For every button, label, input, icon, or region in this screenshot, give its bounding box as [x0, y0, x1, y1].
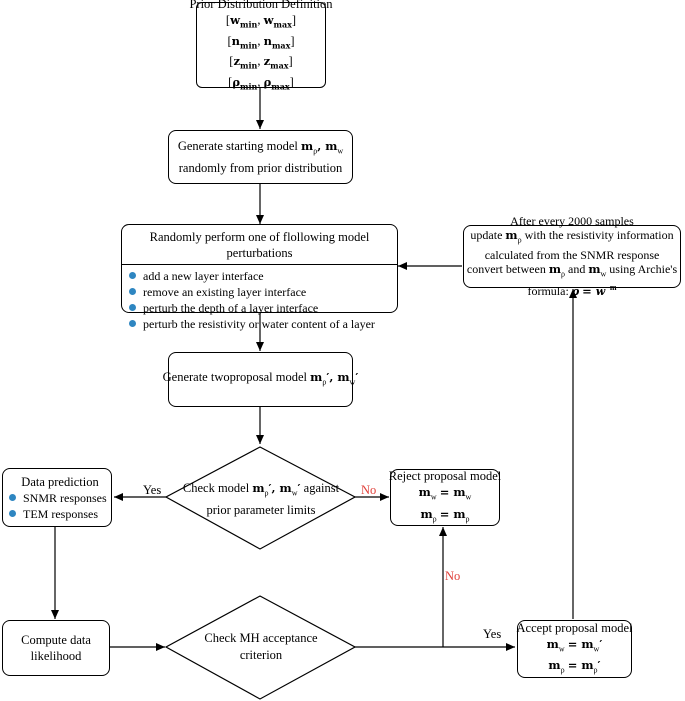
prior-range-n: [nmin, nmax] — [227, 33, 295, 51]
reject-title: Reject proposal model — [388, 469, 502, 483]
update-box: After every 2000 samples update mρ with … — [463, 214, 681, 298]
prior-title: Prior Distribution Definition — [189, 0, 333, 11]
accept-eq2: mρ = mρ′ — [548, 658, 601, 675]
yes-label-mh: Yes — [483, 627, 502, 641]
update-line2: update mρ with the resistivity informati… — [470, 228, 674, 245]
data-prediction-title: Data prediction — [21, 474, 99, 489]
no-label-mh: No — [445, 569, 461, 583]
accept-proposal-box: Accept proposal model mw = mw′ mρ = mρ′ — [517, 620, 632, 678]
generate-starting-model-box: Generate starting model mρ, mw randomly … — [168, 130, 353, 184]
data-prediction-item: TEM responses — [9, 506, 107, 522]
prior-range-z: [zmin, zmax] — [229, 54, 293, 71]
bullet-icon — [129, 320, 136, 327]
bullet-icon — [9, 509, 16, 517]
prior-range-rho: [ρmin, ρmax] — [228, 74, 294, 92]
check-prior-text: Check model mρ′, mw′ against prior param… — [176, 480, 346, 519]
data-prediction-box: Data prediction SNMR responses TEM respo… — [2, 468, 112, 527]
data-prediction-item: SNMR responses — [9, 490, 107, 506]
check-mh-line2: criterion — [239, 648, 283, 662]
perturbation-title: Randomly perform one of flollowing model… — [122, 225, 397, 265]
likelihood-line1: Compute data — [21, 633, 91, 647]
check-mh-line1: Check MH acceptance — [204, 631, 318, 645]
update-line5: formula: ρ = w−m — [527, 282, 617, 298]
reject-eq1: mw = mw — [418, 485, 472, 502]
perturbation-box: Randomly perform one of flollowing model… — [121, 224, 398, 331]
check-mh-diamond — [164, 595, 357, 700]
update-line3: calculated from the SNMR response — [484, 247, 660, 262]
bullet-icon — [129, 272, 136, 279]
reject-eq2: mρ = mρ — [420, 506, 470, 524]
perturbation-item: perturb the depth of a layer interface — [129, 300, 397, 316]
perturbation-item: add a new layer interface — [129, 268, 397, 284]
update-line1: After every 2000 samples — [510, 214, 634, 229]
update-line4: convert between mρ and mw using Archie's — [466, 261, 678, 278]
bullet-icon — [129, 304, 136, 311]
generate-line1: Generate starting model mρ, mw — [177, 139, 344, 156]
proposal-text: Generate twoproposal model mρ′, mw′ — [162, 369, 359, 387]
accept-eq1: mw = mw′ — [546, 636, 603, 654]
check-prior-diamond — [164, 446, 357, 550]
reject-proposal-box: Reject proposal model mw = mw mρ = mρ — [388, 469, 502, 526]
likelihood-line2: likelihood — [30, 649, 82, 663]
no-label-prior: No — [361, 483, 377, 497]
perturbation-item: perturb the resistivity or water content… — [129, 316, 397, 332]
check-prior-line1: Check model mρ′, mw′ against — [182, 481, 340, 498]
bullet-icon — [129, 288, 136, 295]
check-prior-line2: prior parameter limits — [206, 502, 316, 517]
prior-range-w: [wmin, wmax] — [225, 13, 297, 30]
proposal-model-box: Generate twoproposal model mρ′, mw′ — [163, 352, 358, 407]
perturbation-item: remove an existing layer interface — [129, 284, 397, 300]
generate-line2: randomly from prior distribution — [178, 160, 343, 175]
yes-label-prior: Yes — [143, 483, 162, 497]
compute-likelihood-box: Compute data likelihood — [2, 620, 110, 676]
bullet-icon — [9, 493, 16, 501]
perturbation-list: add a new layer interface remove an exis… — [122, 265, 397, 332]
accept-title: Accept proposal model — [516, 620, 633, 635]
data-prediction-list: SNMR responses TEM responses — [9, 490, 107, 522]
prior-definition-box: Prior Distribution Definition [wmin, wma… — [189, 0, 332, 91]
check-mh-text: Check MH acceptance criterion — [186, 630, 336, 664]
